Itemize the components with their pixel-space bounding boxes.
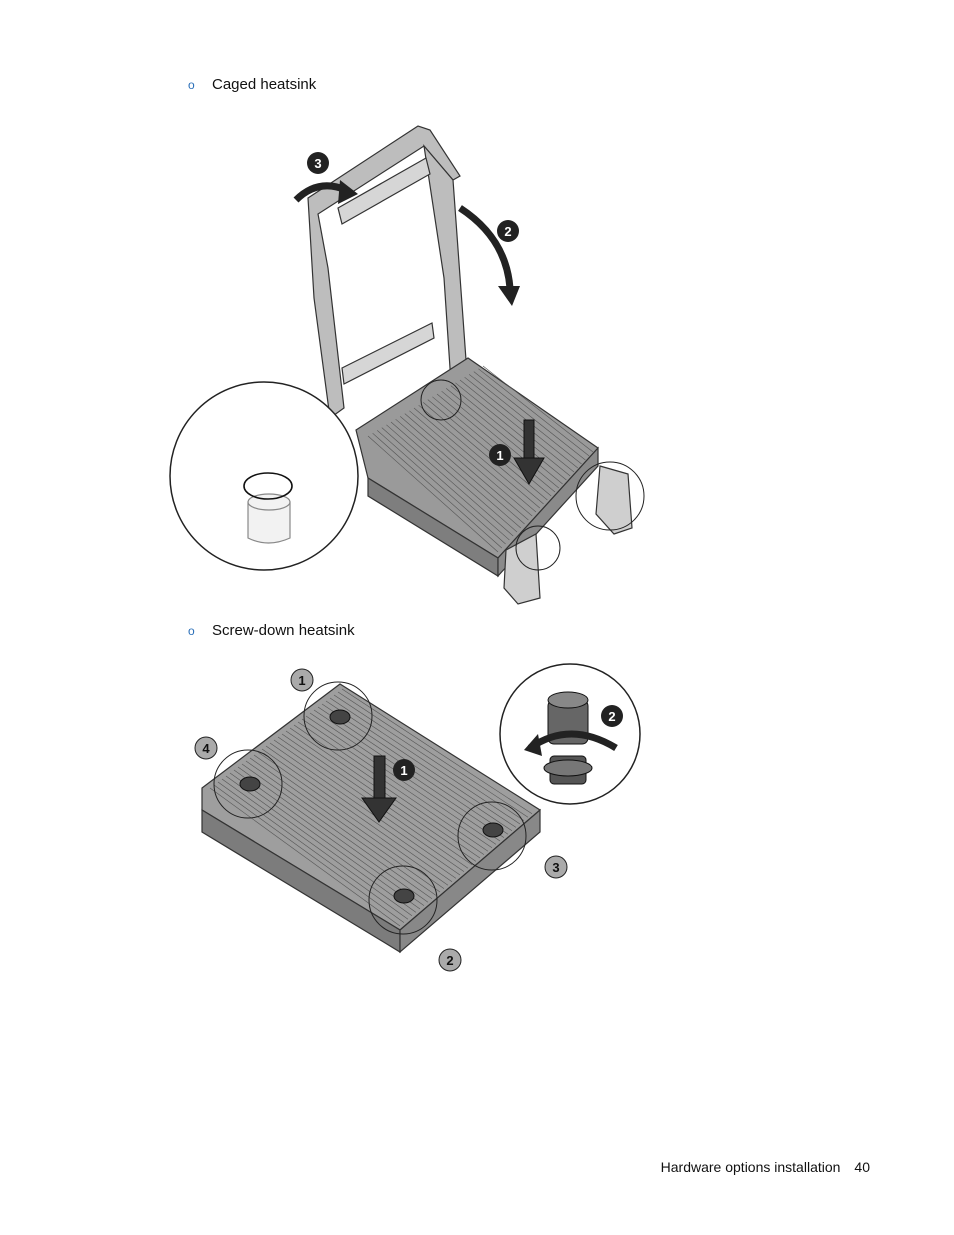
callout-3: 3: [314, 156, 321, 171]
screw-down-heatsink-illustration: 1 4 1 2 3 2: [190, 660, 650, 980]
callout-4: 4: [202, 741, 210, 756]
callout-2: 2: [446, 953, 453, 968]
callout-1: 1: [496, 448, 503, 463]
bullet-marker: o: [188, 624, 195, 638]
callout-1: 1: [400, 763, 407, 778]
footer-section-title: Hardware options installation: [660, 1159, 841, 1175]
callout-3: 3: [552, 860, 559, 875]
list-item-label: Caged heatsink: [212, 76, 317, 93]
page-footer: Hardware options installation 40: [661, 1159, 870, 1175]
list-item-screw-down-heatsink: o Screw-down heatsink: [188, 622, 355, 639]
caged-heatsink-illustration: 3 2 1: [168, 118, 658, 608]
callout-2: 2: [608, 709, 615, 724]
page-number: 40: [854, 1159, 870, 1175]
callout-2: 2: [504, 224, 511, 239]
list-item-caged-heatsink: o Caged heatsink: [188, 76, 316, 93]
callout-1: 1: [298, 673, 305, 688]
list-item-label: Screw-down heatsink: [212, 622, 355, 639]
bullet-marker: o: [188, 78, 195, 92]
